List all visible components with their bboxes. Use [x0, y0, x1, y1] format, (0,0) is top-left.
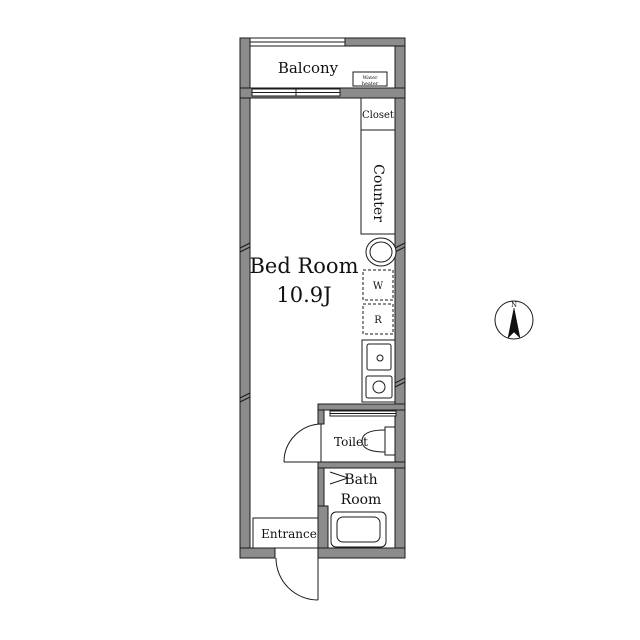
toilet-label: Toilet — [334, 435, 368, 449]
entrance-label: Entrance — [261, 527, 317, 541]
north-arrow-icon — [507, 307, 521, 339]
water-heater: Water heater — [352, 71, 388, 87]
refrigerator-space: R — [362, 303, 394, 335]
toilet: Toilet — [334, 426, 396, 456]
washer-label: W — [373, 281, 384, 292]
water-heater-label-1: Water — [362, 75, 378, 81]
entrance: Entrance — [252, 517, 319, 601]
closet: Closet — [360, 97, 396, 131]
balcony-label: Balcony — [278, 59, 339, 77]
balcony-area: Balcony Water heater — [239, 37, 406, 89]
balcony-window-wall — [239, 87, 406, 99]
counter: Counter — [360, 129, 396, 235]
counter-label: Counter — [370, 164, 386, 222]
bath-label-1: Bath — [344, 472, 377, 488]
closet-label: Closet — [362, 110, 394, 121]
bedroom-size: 10.9J — [276, 283, 331, 307]
water-heater-label-2: heater — [362, 81, 379, 87]
bedroom-name: Bed Room — [250, 254, 359, 278]
bath-room: Bath Room — [329, 471, 387, 548]
bath-label-2: Room — [341, 492, 382, 508]
bed-room: Bed Room 10.9J — [250, 254, 359, 307]
washer-space: W — [362, 269, 394, 301]
wash-basin — [365, 237, 397, 267]
toilet-door — [283, 423, 322, 463]
kitchen-unit — [361, 339, 396, 403]
north-compass: N — [494, 300, 534, 340]
refrigerator-label: R — [374, 315, 382, 326]
north-label: N — [511, 301, 517, 309]
